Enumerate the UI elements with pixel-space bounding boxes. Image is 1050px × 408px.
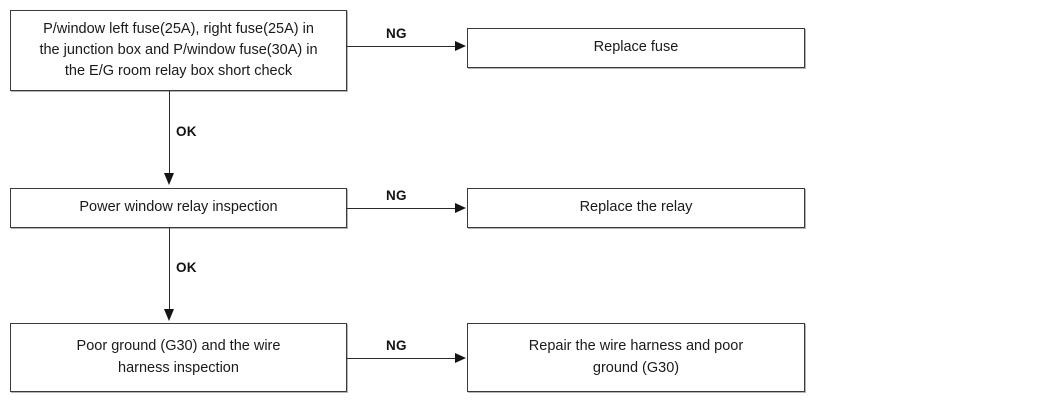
connector-ng-1: [347, 46, 458, 47]
edge-label-ng-2: NG: [386, 188, 407, 203]
node-repair-wire-harness-and-poor-ground: Repair the wire harness and poor ground …: [467, 323, 805, 392]
node-replace-fuse: Replace fuse: [467, 28, 805, 68]
arrow-down-icon-ok-1: [164, 173, 174, 185]
node-poor-ground-wire-harness-inspection: Poor ground (G30) and the wire harness i…: [10, 323, 347, 392]
edge-label-ok-1: OK: [176, 124, 197, 139]
arrow-right-icon-ng-2: [455, 203, 466, 213]
arrow-down-icon-ok-2: [164, 309, 174, 321]
connector-ok-1: [169, 91, 170, 175]
arrow-right-icon-ng-1: [455, 41, 466, 51]
node-power-window-relay-inspection: Power window relay inspection: [10, 188, 347, 228]
arrow-right-icon-ng-3: [455, 353, 466, 363]
connector-ng-3: [347, 358, 458, 359]
node-fuse-short-check: P/window left fuse(25A), right fuse(25A)…: [10, 10, 347, 91]
node-replace-the-relay: Replace the relay: [467, 188, 805, 228]
connector-ok-2: [169, 228, 170, 310]
edge-label-ok-2: OK: [176, 260, 197, 275]
edge-label-ng-1: NG: [386, 26, 407, 41]
edge-label-ng-3: NG: [386, 338, 407, 353]
connector-ng-2: [347, 208, 458, 209]
